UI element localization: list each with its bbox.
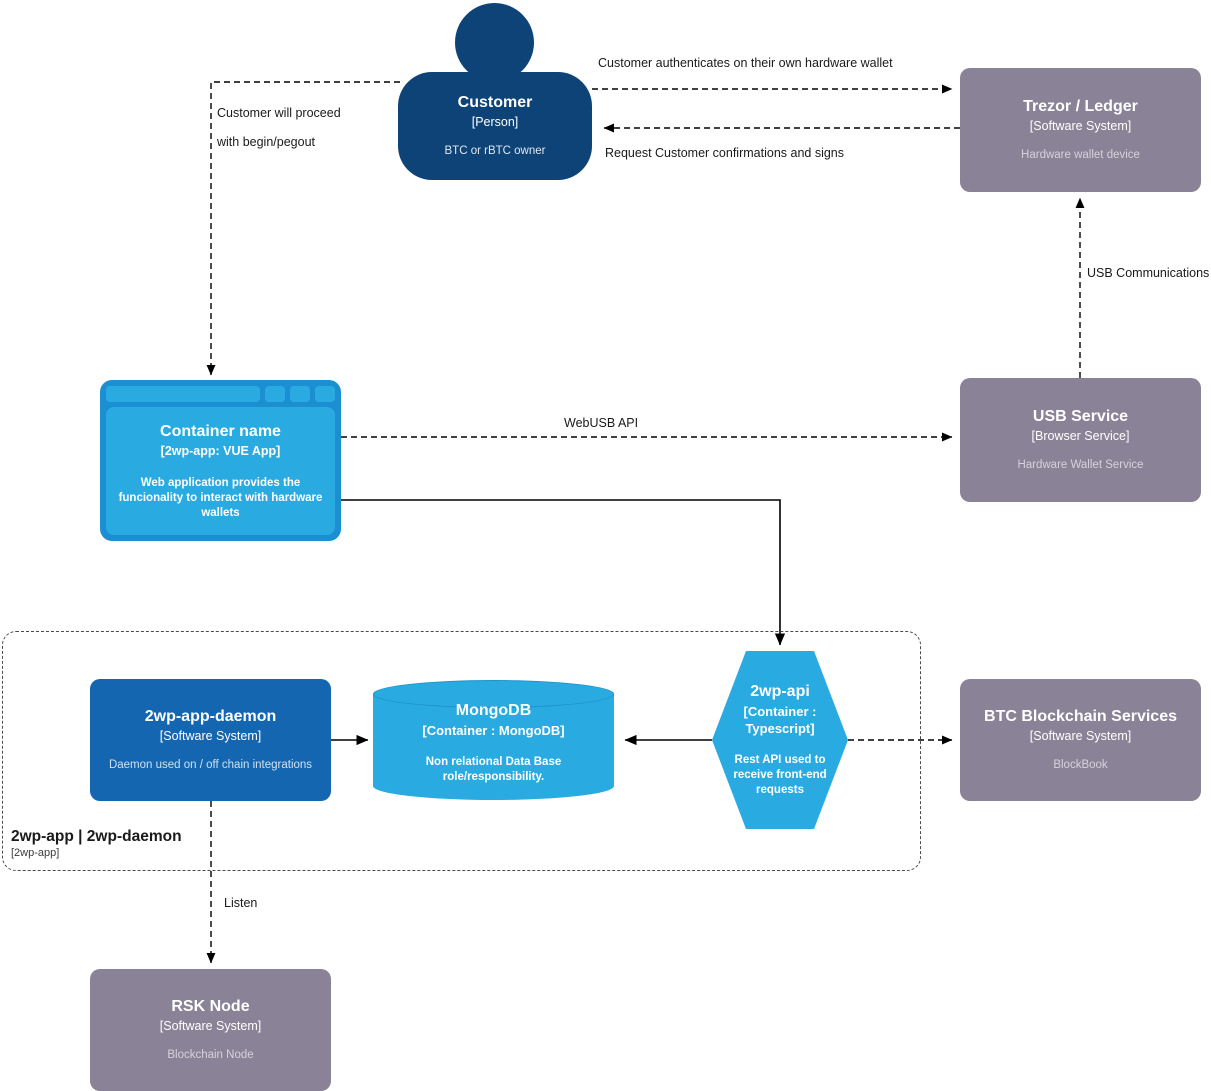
node-description: Web application provides the funcionalit… (118, 476, 323, 519)
node-type: [Person] (471, 115, 519, 129)
node-2wp-api[interactable]: 2wp-api [Container : Typescript] Rest AP… (712, 651, 848, 829)
node-type: [Container : MongoDB] (422, 723, 565, 738)
node-title: USB Service (1032, 408, 1129, 425)
node-title: Container name (160, 422, 281, 440)
node-description: Non relational Data Base role/responsibi… (425, 756, 562, 783)
boundary-2wp-app (2, 631, 921, 871)
node-trezor-ledger[interactable]: Trezor / Ledger [Software System] Hardwa… (960, 68, 1201, 192)
cylinder-top-ellipse (373, 680, 614, 708)
node-title: 2wp-app-daemon (144, 708, 277, 725)
node-2wp-app-daemon[interactable]: 2wp-app-daemon [Software System] Daemon … (90, 679, 331, 801)
boundary-name: 2wp-app | 2wp-daemon (11, 828, 182, 845)
hexagon-label: 2wp-api [Container : Typescript] Rest AP… (712, 651, 848, 829)
edge-label-trezor-to-customer: Request Customer confirmations and signs (605, 146, 845, 160)
node-title: BTC Blockchain Services (984, 708, 1177, 725)
edge-label-customer-to-trezor: Customer authenticates on their own hard… (598, 56, 893, 70)
node-description: Hardware wallet device (1021, 149, 1140, 161)
node-description: Rest API used to receive front-end reque… (733, 754, 827, 796)
edge-label-customer-to-vueapp-line2: with begin/pegout (217, 135, 315, 149)
cylinder-body (373, 694, 614, 786)
node-type: [Software System] (1029, 119, 1132, 133)
node-type: [Software System] (159, 729, 262, 743)
node-type: [Software System] (159, 1019, 262, 1033)
node-btc-blockchain-services[interactable]: BTC Blockchain Services [Software System… (960, 679, 1201, 801)
node-description: Daemon used on / off chain integrations (108, 759, 313, 771)
browser-chrome-bar (106, 386, 335, 402)
node-rsk-node[interactable]: RSK Node [Software System] Blockchain No… (90, 969, 331, 1091)
node-description: BTC or rBTC owner (444, 145, 546, 157)
node-type: [Software System] (1029, 729, 1132, 743)
node-mongodb[interactable]: MongoDB [Container : MongoDB] Non relati… (373, 680, 614, 800)
node-type: [2wp-app: VUE App] (160, 443, 281, 458)
node-usb-service[interactable]: USB Service [Browser Service] Hardware W… (960, 378, 1201, 502)
edge-label-customer-to-vueapp-line1: Customer will proceed (217, 106, 341, 120)
browser-button-3-icon (315, 386, 335, 402)
browser-url-bar (106, 386, 260, 402)
person-head-icon (455, 3, 534, 82)
cylinder-label: MongoDB [Container : MongoDB] Non relati… (373, 680, 614, 800)
edge-customer-to-vueapp (206, 81, 400, 376)
node-title: Trezor / Ledger (1023, 98, 1138, 115)
node-title: MongoDB (455, 702, 532, 719)
node-title: RSK Node (171, 998, 250, 1015)
hexagon-shape (712, 651, 848, 829)
node-description: BlockBook (1053, 759, 1108, 771)
edge-label-vueapp-to-usbservice: WebUSB API (564, 416, 639, 430)
boundary-label: 2wp-app | 2wp-daemon [2wp-app] (11, 827, 182, 861)
browser-button-1-icon (265, 386, 285, 402)
browser-viewport: Container name [2wp-app: VUE App] Web ap… (106, 407, 335, 535)
boundary-type: [2wp-app] (11, 847, 60, 859)
node-vue-app[interactable]: Container name [2wp-app: VUE App] Web ap… (100, 380, 341, 541)
person-body: Customer [Person] BTC or rBTC owner (398, 72, 592, 180)
node-type: [Browser Service] (1031, 429, 1130, 443)
edge-label-daemon-to-rsknode: Listen (224, 896, 258, 910)
node-title: Customer (457, 94, 533, 111)
node-description: Blockchain Node (167, 1049, 254, 1061)
node-type: [Container : Typescript] (743, 704, 817, 736)
node-description: Hardware Wallet Service (1017, 459, 1144, 471)
edge-vueapp-to-api (341, 499, 786, 646)
node-title: 2wp-api (750, 683, 810, 700)
browser-button-2-icon (290, 386, 310, 402)
cylinder-bottom-ellipse (373, 772, 614, 800)
edge-label-usbservice-to-trezor: USB Communications (1087, 266, 1210, 280)
